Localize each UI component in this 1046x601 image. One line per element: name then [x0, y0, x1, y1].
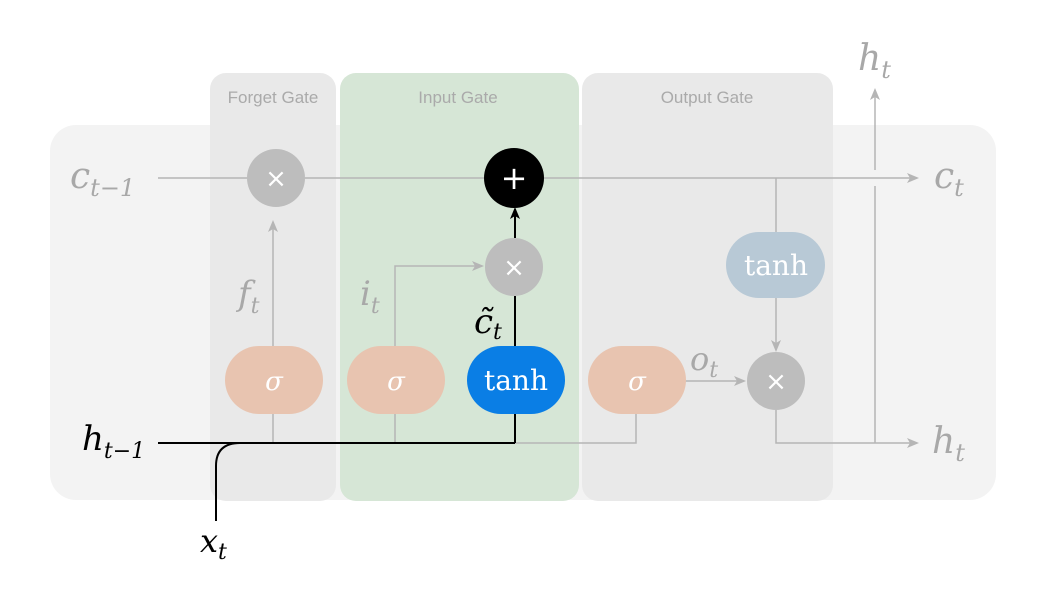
forget-sigma-label: σ	[265, 367, 284, 397]
forget-multiply-node	[247, 149, 305, 207]
x-input-label: xt	[200, 522, 227, 565]
add-icon: +	[501, 159, 528, 197]
candidate-tanh-node	[467, 346, 565, 414]
c-out-label: ct	[934, 156, 964, 202]
candidate-tanh-label: tanh	[484, 364, 548, 397]
c-tilde-label: c̃t	[474, 302, 502, 345]
h-top-label: ht	[858, 38, 891, 84]
cell-add-node	[484, 148, 544, 208]
output-tanh-label: tanh	[744, 249, 808, 282]
o-label: ot	[690, 340, 718, 383]
black-connections	[158, 207, 520, 521]
forget-sigma-node	[225, 346, 323, 414]
input-multiply-node	[485, 238, 543, 296]
input-multiply-icon: ×	[503, 253, 525, 283]
grey-connections	[158, 88, 919, 448]
output-gate-label: Output Gate	[661, 88, 754, 107]
output-branch-line	[515, 414, 637, 444]
h-out-line	[775, 410, 919, 448]
i-to-multiply-line	[394, 261, 484, 346]
input-gate-label: Input Gate	[418, 88, 497, 107]
h-prev-label: ht−1	[82, 419, 145, 464]
output-sigma-label: σ	[628, 367, 647, 397]
i-label: it	[360, 274, 380, 319]
x-input-line	[215, 442, 241, 521]
forget-gate-label: Forget Gate	[228, 88, 319, 107]
output-tanh-node	[726, 232, 825, 298]
output-multiply-node	[747, 352, 805, 410]
input-sigma-label: σ	[387, 367, 406, 397]
input-sigma-node	[347, 346, 445, 414]
h-out-label: ht	[932, 421, 965, 467]
input-gate-panel	[340, 73, 579, 501]
output-multiply-icon: ×	[765, 367, 787, 397]
output-sigma-node	[588, 346, 686, 414]
forget-multiply-icon: ×	[265, 164, 287, 194]
c-prev-label: ct−1	[70, 156, 135, 202]
